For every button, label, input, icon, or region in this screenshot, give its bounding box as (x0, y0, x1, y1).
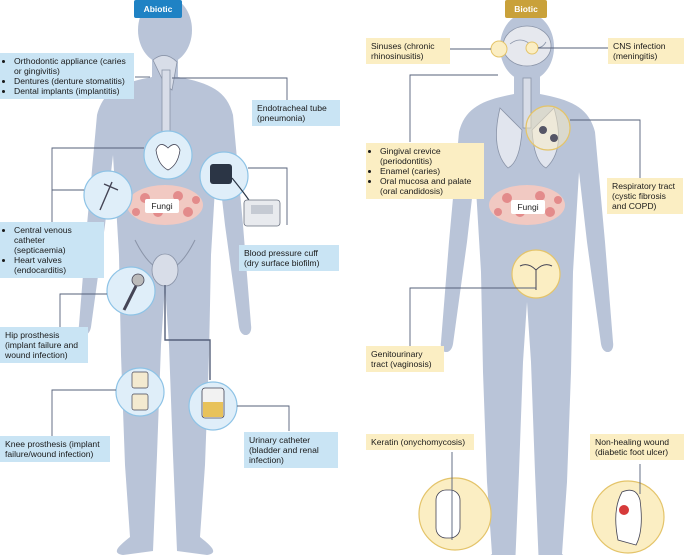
cardiovascular-devices-label: Central venous catheter (septicaemia) He… (0, 222, 104, 278)
toe-circle (418, 477, 492, 551)
abiotic-connectors (51, 76, 290, 437)
sinus-circle (490, 40, 508, 58)
non-healing-wound-label: Non-healing wound (diabetic foot ulcer) (590, 434, 684, 460)
abiotic-fungi-label: Fungi (145, 199, 179, 213)
heart-circle (143, 130, 193, 180)
genitourinary-tract-label: Genitourinary tract (vaginosis) (366, 346, 444, 372)
biotic-header: Biotic (505, 0, 547, 18)
lung-circle (525, 105, 571, 151)
oral-site-item: Gingival crevice (periodontitis) (380, 146, 479, 166)
cardio-device-item: Central venous catheter (septicaemia) (14, 225, 99, 255)
knee-prosthesis-label: Knee prosthesis (implant failure/wound i… (0, 436, 110, 462)
oral-device-item: Dentures (denture stomatitis) (14, 76, 129, 86)
urine-bag-circle (188, 381, 238, 431)
cardio-device-item: Heart valves (endocarditis) (14, 255, 99, 275)
bp-cuff-label: Blood pressure cuff (dry surface biofilm… (239, 245, 339, 271)
cns-infection-label: CNS infection (meningitis) (608, 38, 684, 64)
endotracheal-tube-label: Endotracheal tube (pneumonia) (252, 100, 340, 126)
oral-sites-label: Gingival crevice (periodontitis) Enamel … (366, 143, 484, 199)
biotic-connectors (409, 47, 641, 540)
hip-prosthesis-label: Hip prosthesis (implant failure and woun… (0, 327, 88, 363)
sinuses-label: Sinuses (chronic rhinosinusitis) (366, 38, 450, 64)
oral-devices-label: Orthodontic appliance (caries or gingivi… (0, 53, 134, 99)
oral-device-item: Dental implants (implantitis) (14, 86, 129, 96)
abiotic-header: Abiotic (134, 0, 182, 18)
knee-circle (115, 367, 165, 417)
catheter-circle (83, 170, 133, 220)
urinary-catheter-label: Urinary catheter (bladder and renal infe… (244, 432, 338, 468)
uterus-circle (511, 249, 561, 299)
hip-circle (106, 266, 156, 316)
bp-cuff-circle (199, 151, 256, 211)
oral-site-item: Oral mucosa and palate (oral candidosis) (380, 176, 479, 196)
biotic-fungi-label: Fungi (511, 200, 545, 214)
abiotic-pelvis-bladder (134, 239, 211, 380)
keratin-label: Keratin (onychomycosis) (366, 434, 474, 450)
cns-circle (525, 41, 539, 55)
oral-site-item: Enamel (caries) (380, 166, 479, 176)
foot-circle (591, 480, 665, 554)
bp-monitor-icon (243, 199, 281, 227)
respiratory-tract-label: Respiratory tract (cystic fibrosis and C… (607, 178, 683, 214)
oral-device-item: Orthodontic appliance (caries or gingivi… (14, 56, 129, 76)
